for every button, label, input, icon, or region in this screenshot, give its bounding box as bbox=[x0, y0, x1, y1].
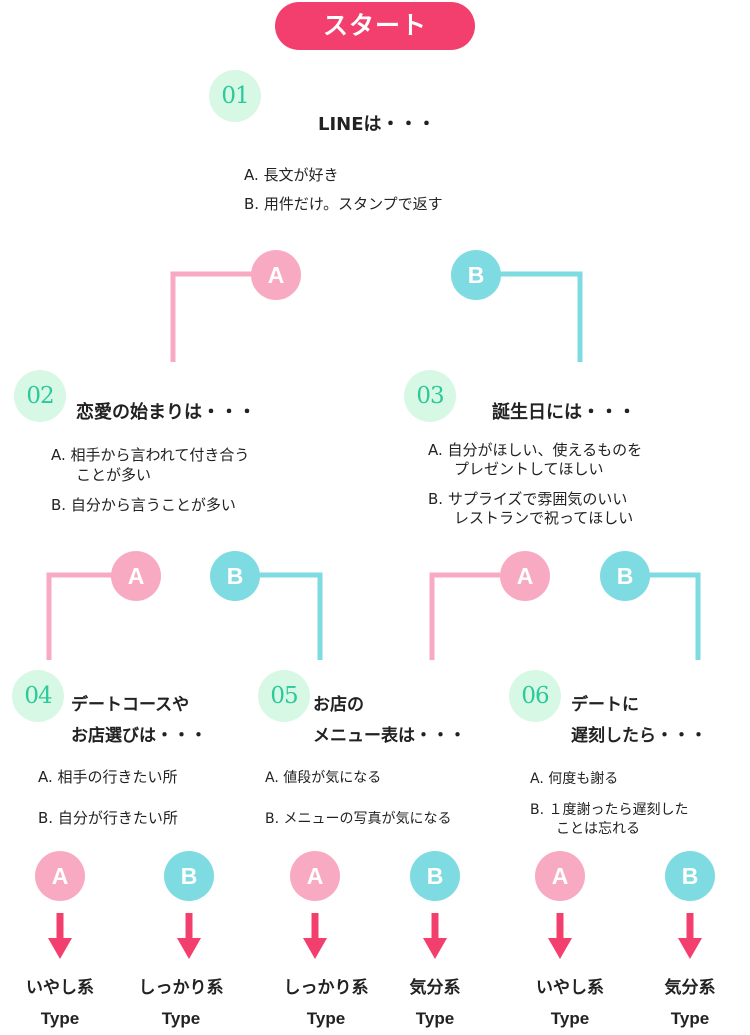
arrow-down-icon bbox=[48, 913, 72, 959]
question-title-04-line2: お店選びは・・・ bbox=[71, 726, 207, 746]
question-03-option-a-line1: A. 自分がほしい、使えるものを bbox=[428, 441, 643, 459]
answer-a-badge: A bbox=[500, 551, 550, 601]
question-03-option-b-line1: B. サプライズで雰囲気のいい bbox=[428, 490, 628, 508]
question-04-option-b: B. 自分が行きたい所 bbox=[38, 809, 178, 827]
question-badge-04: 04 bbox=[12, 670, 64, 722]
question-badge-02: 02 bbox=[14, 370, 66, 422]
connector-q1-a bbox=[170, 271, 252, 362]
answer-a-badge: A bbox=[111, 551, 161, 601]
arrow-down-icon bbox=[548, 913, 572, 959]
connector-q2-b bbox=[258, 572, 323, 660]
question-02-option-a-line2: ことが多い bbox=[76, 466, 152, 484]
question-04-option-a: A. 相手の行きたい所 bbox=[38, 768, 178, 786]
question-title-06-line2: 遅刻したら・・・ bbox=[571, 726, 707, 746]
question-06-option-b-line2: ことは忘れる bbox=[556, 821, 640, 837]
question-badge-05: 05 bbox=[258, 670, 310, 722]
result-type-label: Type bbox=[40, 1009, 80, 1028]
result-type-label: Type bbox=[670, 1009, 710, 1028]
question-title-05-line1: お店の bbox=[313, 695, 364, 715]
question-05-option-b: B. メニューの写真が気になる bbox=[265, 811, 452, 827]
answer-a-badge: A bbox=[251, 250, 301, 300]
arrow-down-icon bbox=[303, 913, 327, 959]
result-label: いやし系 bbox=[26, 978, 94, 998]
start-label: スタート bbox=[275, 2, 475, 50]
result-label: 気分系 bbox=[664, 978, 716, 998]
question-05-option-a: A. 値段が気になる bbox=[265, 770, 382, 786]
question-title-06-line1: デートに bbox=[571, 695, 639, 715]
question-badge-06: 06 bbox=[509, 670, 561, 722]
answer-a-badge: A bbox=[535, 851, 585, 901]
question-03-option-b-line2: レストランで祝ってほしい bbox=[454, 509, 634, 527]
connector-q3-a bbox=[429, 572, 500, 660]
question-02-option-b: B. 自分から言うことが多い bbox=[51, 496, 236, 514]
answer-b-badge: B bbox=[451, 250, 501, 300]
result-label: しっかり系 bbox=[283, 978, 369, 998]
result-type-label: Type bbox=[161, 1009, 201, 1028]
question-title-03: 誕生日には・・・ bbox=[492, 402, 636, 423]
result-type-label: Type bbox=[550, 1009, 590, 1028]
answer-a-badge: A bbox=[35, 851, 85, 901]
arrow-down-icon bbox=[177, 913, 201, 959]
question-01-option-b: B. 用件だけ。スタンプで返す bbox=[244, 195, 443, 213]
connector-q1-b bbox=[500, 271, 583, 362]
question-01-option-a: A. 長文が好き bbox=[244, 166, 339, 184]
result-label: しっかり系 bbox=[138, 978, 224, 998]
result-type-label: Type bbox=[415, 1009, 455, 1028]
connector-q2-a bbox=[46, 572, 112, 660]
result-label: 気分系 bbox=[409, 978, 461, 998]
answer-b-badge: B bbox=[210, 551, 260, 601]
question-02-option-a-line1: A. 相手から言われて付き合う bbox=[51, 446, 250, 464]
result-type-label: Type bbox=[306, 1009, 346, 1028]
answer-b-badge: B bbox=[410, 851, 460, 901]
answer-a-badge: A bbox=[290, 851, 340, 901]
question-06-option-b-line1: B. １度謝ったら遅刻した bbox=[530, 802, 689, 818]
question-title-05-line2: メニュー表は・・・ bbox=[313, 726, 466, 746]
question-title-02: 恋愛の始まりは・・・ bbox=[76, 402, 256, 423]
answer-b-badge: B bbox=[164, 851, 214, 901]
connector-q3-b bbox=[648, 572, 701, 660]
arrow-down-icon bbox=[423, 913, 447, 959]
question-title-01: LINEは・・・ bbox=[318, 114, 436, 135]
arrow-down-icon bbox=[678, 913, 702, 959]
question-badge-01: 01 bbox=[209, 70, 261, 122]
answer-b-badge: B bbox=[600, 551, 650, 601]
question-title-04-line1: デートコースや bbox=[71, 695, 190, 715]
question-03-option-a-line2: プレゼントしてほしい bbox=[454, 460, 604, 478]
result-label: いやし系 bbox=[536, 978, 604, 998]
question-badge-03: 03 bbox=[404, 370, 456, 422]
question-06-option-a: A. 何度も謝る bbox=[530, 771, 619, 787]
answer-b-badge: B bbox=[665, 851, 715, 901]
